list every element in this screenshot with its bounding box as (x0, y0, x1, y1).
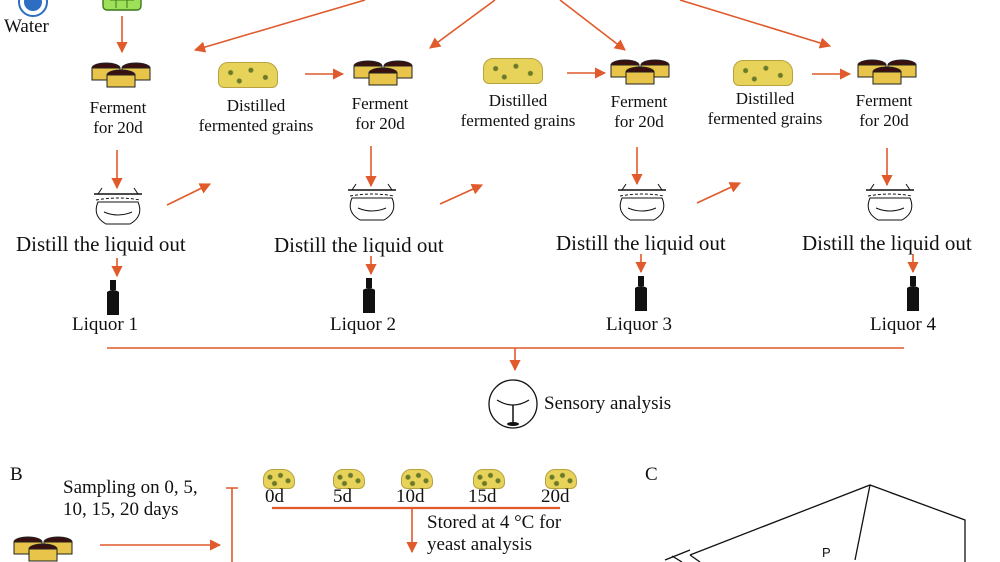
arrow-top-2 (429, 0, 496, 49)
still-icon (348, 183, 396, 221)
glass-icon (488, 379, 538, 429)
day-label: 20d (541, 486, 570, 507)
arrow-diag-2 (439, 184, 484, 205)
panel-c-label: C (645, 464, 658, 485)
distill-label-1: Distill the liquid out (16, 232, 186, 256)
distill-label-4: Distill the liquid out (802, 231, 972, 255)
arrow-top-1 (193, 0, 366, 53)
ferment-pot-icon (13, 536, 73, 562)
arrow-top-3 (559, 0, 626, 51)
ferment-pot-icon (857, 59, 917, 85)
arrow-top-4 (679, 0, 832, 49)
sample-grain-icon (401, 469, 433, 489)
sampling-text: Sampling on 0, 5,10, 15, 20 days (63, 477, 198, 520)
bottle-icon (907, 276, 919, 311)
day-label: 0d (265, 486, 284, 507)
distill-label-3: Distill the liquid out (556, 231, 726, 255)
liquor-label-1: Liquor 1 (72, 314, 138, 335)
bracket-b (226, 487, 238, 562)
still-icon (618, 183, 666, 221)
liquor-label-3: Liquor 3 (606, 314, 672, 335)
ferment-pot-icon (610, 59, 670, 85)
day-label: 15d (468, 486, 497, 507)
bottle-icon (107, 280, 119, 315)
arrow-diag-3 (696, 182, 742, 204)
liquor-label-2: Liquor 2 (330, 314, 396, 335)
sample-grain-icon (263, 469, 295, 489)
grain-bag-icon (102, 0, 142, 11)
arrow-diag-1 (166, 183, 212, 206)
bottle-icon (635, 276, 647, 311)
point-p-label: P (822, 545, 831, 560)
sample-grain-icon (473, 469, 505, 489)
bottle-icon (363, 278, 375, 313)
sample-grain-icon (333, 469, 365, 489)
water-icon (18, 0, 48, 17)
day-label: 10d (396, 486, 425, 507)
grain-pile-icon (218, 62, 278, 88)
distill-label-2: Distill the liquid out (274, 233, 444, 257)
grain-pile-icon (483, 58, 543, 84)
water-label: Water (4, 16, 49, 37)
panel-c-box (664, 484, 966, 562)
sensory-label: Sensory analysis (544, 393, 672, 414)
panel-b-label: B (10, 464, 23, 485)
liquor-label-4: Liquor 4 (870, 314, 936, 335)
sample-grain-icon (545, 469, 577, 489)
still-icon (94, 187, 142, 225)
ferment-pot-icon (353, 60, 413, 86)
still-icon (866, 183, 914, 221)
ferment-pot-icon (91, 62, 151, 88)
day-label: 5d (333, 486, 352, 507)
grain-pile-icon (733, 60, 793, 86)
